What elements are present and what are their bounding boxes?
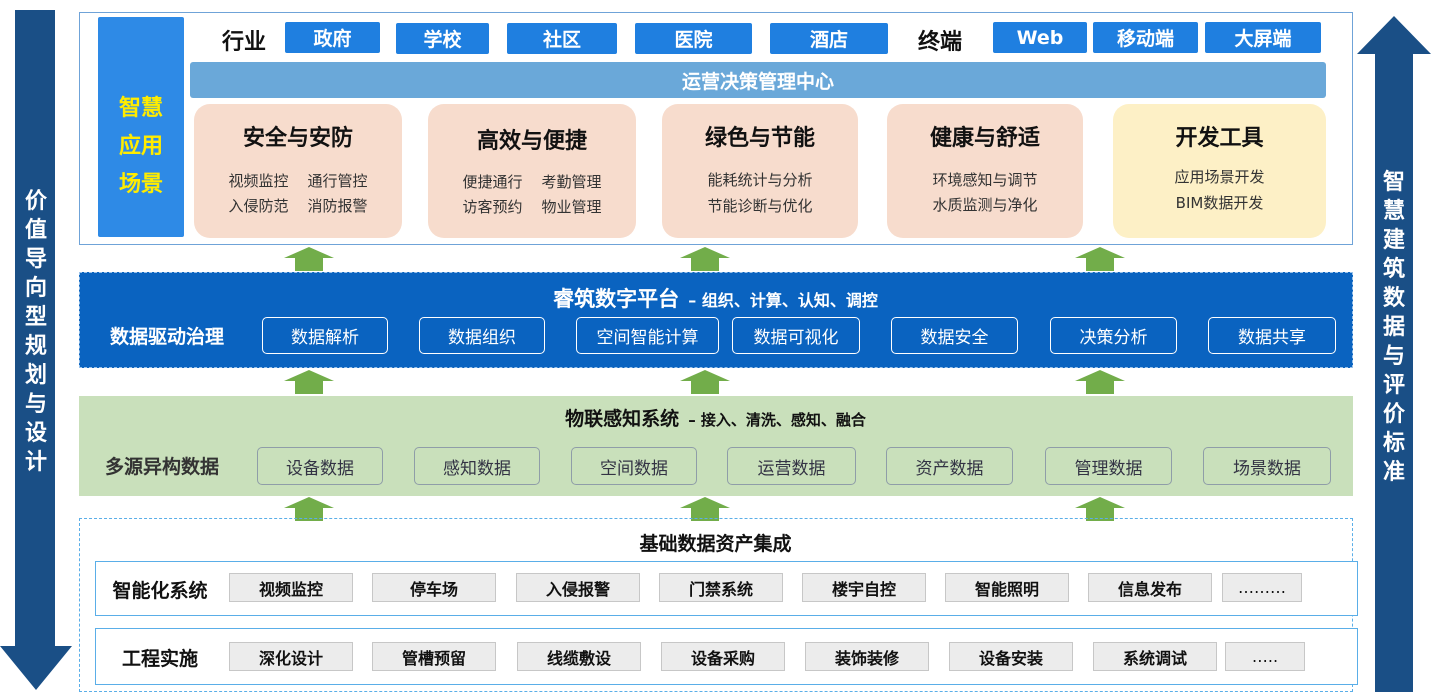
iot-item-sensing[interactable]: 感知数据 (414, 447, 540, 485)
up-arrow-icon (284, 247, 334, 271)
platform-title: 睿筑数字平台 (553, 287, 680, 311)
system-item-video[interactable]: 视频监控 (229, 573, 353, 602)
platform-item-decision[interactable]: 决策分析 (1050, 317, 1177, 354)
platform-item-security[interactable]: 数据安全 (891, 317, 1018, 354)
scenario-label-line-3: 场景 (118, 172, 163, 197)
operation-center-bar: 运营决策管理中心 (190, 62, 1326, 98)
platform-item-share[interactable]: 数据共享 (1208, 317, 1336, 354)
industry-label: 行业 (221, 30, 266, 55)
scene-item-line: 视频监控 通行管控 (228, 172, 368, 190)
up-arrow-icon (284, 370, 334, 394)
scene-title: 安全与安防 (242, 126, 353, 151)
platform-item-visualize[interactable]: 数据可视化 (732, 317, 860, 354)
up-arrow-icon (680, 497, 730, 521)
terminal-tag-web[interactable]: Web (993, 22, 1087, 53)
system-item-intrusion[interactable]: 入侵报警 (516, 573, 640, 602)
up-arrow-icon (284, 497, 334, 521)
up-arrow-icon (680, 370, 730, 394)
scene-item-line: 水质监测与净化 (932, 196, 1038, 214)
base-title: 基础数据资产集成 (639, 532, 792, 555)
system-item-access[interactable]: 门禁系统 (659, 573, 783, 602)
engineering-item-debug[interactable]: 系统调试 (1093, 642, 1217, 671)
scene-card-dev-tools: 开发工具 应用场景开发 BIM数据开发 (1113, 104, 1326, 238)
industry-tag-school[interactable]: 学校 (396, 23, 489, 54)
scene-title: 绿色与节能 (704, 126, 815, 151)
platform-side-label: 数据驱动治理 (109, 325, 224, 348)
left-axis-label: 价值导向型规划与设计 (24, 189, 47, 475)
scene-title: 开发工具 (1175, 126, 1264, 151)
up-arrow-icon (1075, 247, 1125, 271)
iot-title: 物联感知系统 (565, 408, 680, 430)
scene-item-line: 便捷通行 考勤管理 (462, 173, 602, 191)
row-label-engineering: 工程实施 (121, 647, 198, 670)
engineering-item-install[interactable]: 设备安装 (949, 642, 1073, 671)
system-item-more[interactable]: ……… (1222, 573, 1302, 602)
industry-tag-community[interactable]: 社区 (507, 23, 617, 54)
scenario-label-line-2: 应用 (118, 134, 163, 159)
industry-tag-hospital[interactable]: 医院 (635, 23, 752, 54)
system-item-lighting[interactable]: 智能照明 (945, 573, 1069, 602)
scene-card-energy: 绿色与节能 能耗统计与分析 节能诊断与优化 (662, 104, 858, 238)
iot-item-scene[interactable]: 场景数据 (1203, 447, 1331, 485)
engineering-item-procurement[interactable]: 设备采购 (661, 642, 785, 671)
engineering-item-conduit[interactable]: 管槽预留 (372, 642, 496, 671)
terminal-label: 终端 (917, 30, 962, 55)
system-item-info[interactable]: 信息发布 (1088, 573, 1212, 602)
scene-item-line: BIM数据开发 (1175, 194, 1264, 212)
system-item-parking[interactable]: 停车场 (372, 573, 496, 602)
terminal-tag-bigscreen[interactable]: 大屏端 (1205, 22, 1321, 53)
platform-item-organize[interactable]: 数据组织 (419, 317, 545, 354)
platform-item-parse[interactable]: 数据解析 (262, 317, 388, 354)
iot-header: 物联感知系统 – 接入、清洗、感知、融合 (0, 404, 1431, 432)
right-axis-label: 智慧建筑数据与评价标准 (1382, 170, 1405, 485)
scene-item-line: 能耗统计与分析 (707, 171, 813, 189)
scene-title: 高效与便捷 (476, 129, 587, 154)
terminal-tag-mobile[interactable]: 移动端 (1093, 22, 1198, 53)
scenario-label-line-1: 智慧 (118, 96, 163, 121)
up-arrow-icon (680, 247, 730, 271)
iot-item-spatial[interactable]: 空间数据 (571, 447, 697, 485)
scene-card-efficiency: 高效与便捷 便捷通行 考勤管理 访客预约 物业管理 (428, 104, 636, 238)
engineering-item-cabling[interactable]: 线缆敷设 (517, 642, 641, 671)
iot-subtitle: – 接入、清洗、感知、融合 (688, 411, 866, 429)
engineering-item-decoration[interactable]: 装饰装修 (805, 642, 929, 671)
scene-card-security: 安全与安防 视频监控 通行管控 入侵防范 消防报警 (194, 104, 402, 238)
iot-item-asset[interactable]: 资产数据 (886, 447, 1013, 485)
right-up-arrow (1357, 16, 1431, 692)
iot-item-management[interactable]: 管理数据 (1045, 447, 1172, 485)
scenario-label-box: 智慧 应用 场景 (98, 17, 184, 237)
engineering-item-design[interactable]: 深化设计 (229, 642, 353, 671)
scene-item-line: 入侵防范 消防报警 (228, 197, 368, 215)
scene-title: 健康与舒适 (929, 126, 1040, 151)
scene-item-line: 访客预约 物业管理 (462, 198, 602, 216)
iot-item-operation[interactable]: 运营数据 (727, 447, 856, 485)
industry-tag-hotel[interactable]: 酒店 (770, 23, 888, 54)
left-down-arrow (0, 10, 72, 690)
scene-item-line: 应用场景开发 (1174, 168, 1265, 186)
iot-item-device[interactable]: 设备数据 (257, 447, 383, 485)
engineering-item-more[interactable]: ….. (1225, 642, 1305, 671)
platform-header: 睿筑数字平台 – 组织、计算、认知、调控 (0, 283, 1431, 311)
industry-tag-government[interactable]: 政府 (285, 22, 380, 53)
scene-item-line: 节能诊断与优化 (707, 197, 813, 215)
platform-item-spatial-compute[interactable]: 空间智能计算 (576, 317, 719, 354)
scene-item-line: 环境感知与调节 (932, 171, 1038, 189)
platform-subtitle: – 组织、计算、认知、调控 (688, 291, 878, 310)
system-item-bas[interactable]: 楼宇自控 (802, 573, 926, 602)
row-label-intelligent: 智能化系统 (112, 579, 208, 602)
scene-card-health: 健康与舒适 环境感知与调节 水质监测与净化 (887, 104, 1083, 238)
up-arrow-icon (1075, 497, 1125, 521)
up-arrow-icon (1075, 370, 1125, 394)
iot-side-label: 多源异构数据 (104, 455, 219, 478)
